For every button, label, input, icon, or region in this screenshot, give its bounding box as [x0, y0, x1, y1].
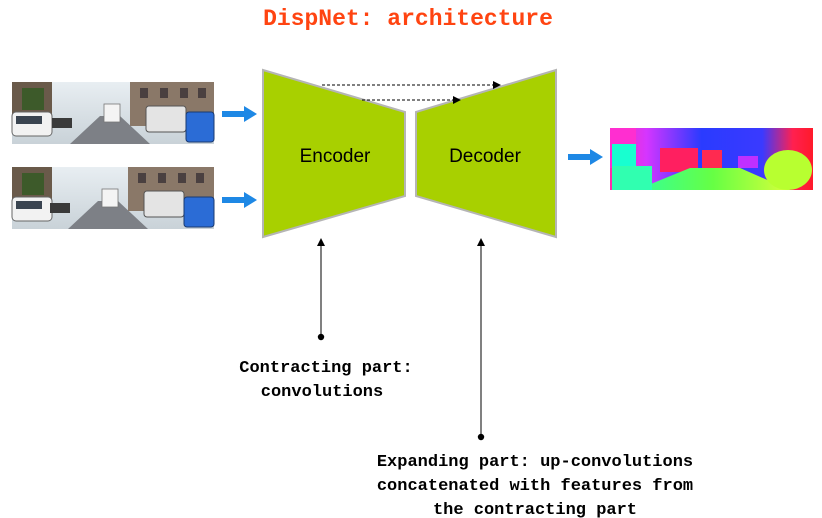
input-arrow-top — [222, 106, 257, 122]
contracting-caption-line-2: convolutions — [261, 383, 383, 402]
expanding-caption-line-1: Expanding part: up-convolutions — [377, 453, 693, 472]
output-arrow — [568, 149, 603, 165]
page-title: DispNet: architecture — [263, 6, 553, 32]
encoder-block — [262, 68, 406, 239]
expanding-pointer — [477, 238, 485, 441]
decoder-block — [415, 68, 557, 239]
contracting-pointer — [317, 238, 325, 341]
output-disparity-map — [610, 128, 813, 190]
expanding-caption-line-2: concatenated with features from — [377, 477, 693, 496]
encoder-label: Encoder — [300, 146, 371, 167]
input-image-right — [11, 167, 215, 229]
input-arrow-bottom — [222, 192, 257, 208]
expanding-caption-line-3: the contracting part — [433, 501, 637, 518]
input-image-left — [11, 82, 215, 144]
contracting-caption-line-1: Contracting part: — [239, 359, 412, 378]
decoder-label: Decoder — [449, 146, 521, 167]
